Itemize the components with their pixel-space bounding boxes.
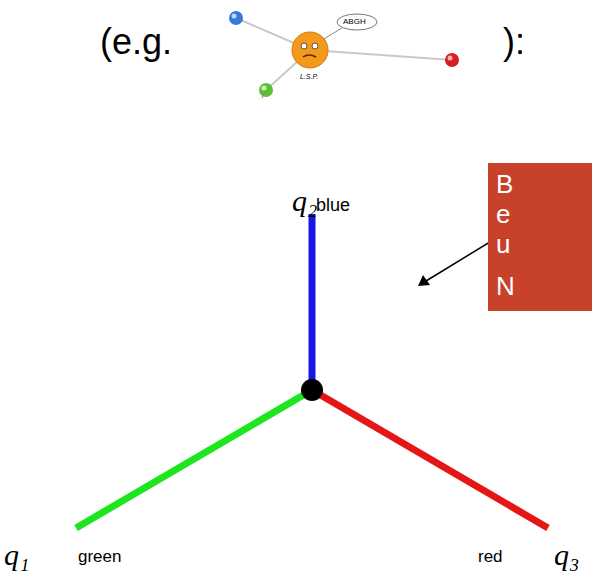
callout-text: N: [496, 271, 592, 301]
color-label: green: [78, 548, 121, 565]
callout-box: BeuN: [488, 163, 592, 311]
intro-text: ):: [503, 24, 525, 60]
intro-text: (e.g.: [100, 24, 172, 60]
color-label: blue: [316, 196, 350, 214]
quark-label: q₂: [292, 186, 317, 216]
quark-label: q₃: [554, 540, 579, 570]
face-caption: L.S.P.: [300, 73, 318, 80]
speech-text: ABGH: [343, 18, 366, 26]
quark-label: q₁: [4, 540, 29, 570]
callout-text: B: [496, 169, 592, 199]
color-label: red: [478, 548, 503, 565]
callout-text: e: [496, 199, 592, 229]
cartoon-picture: [229, 11, 459, 98]
callout-text: u: [496, 229, 592, 259]
